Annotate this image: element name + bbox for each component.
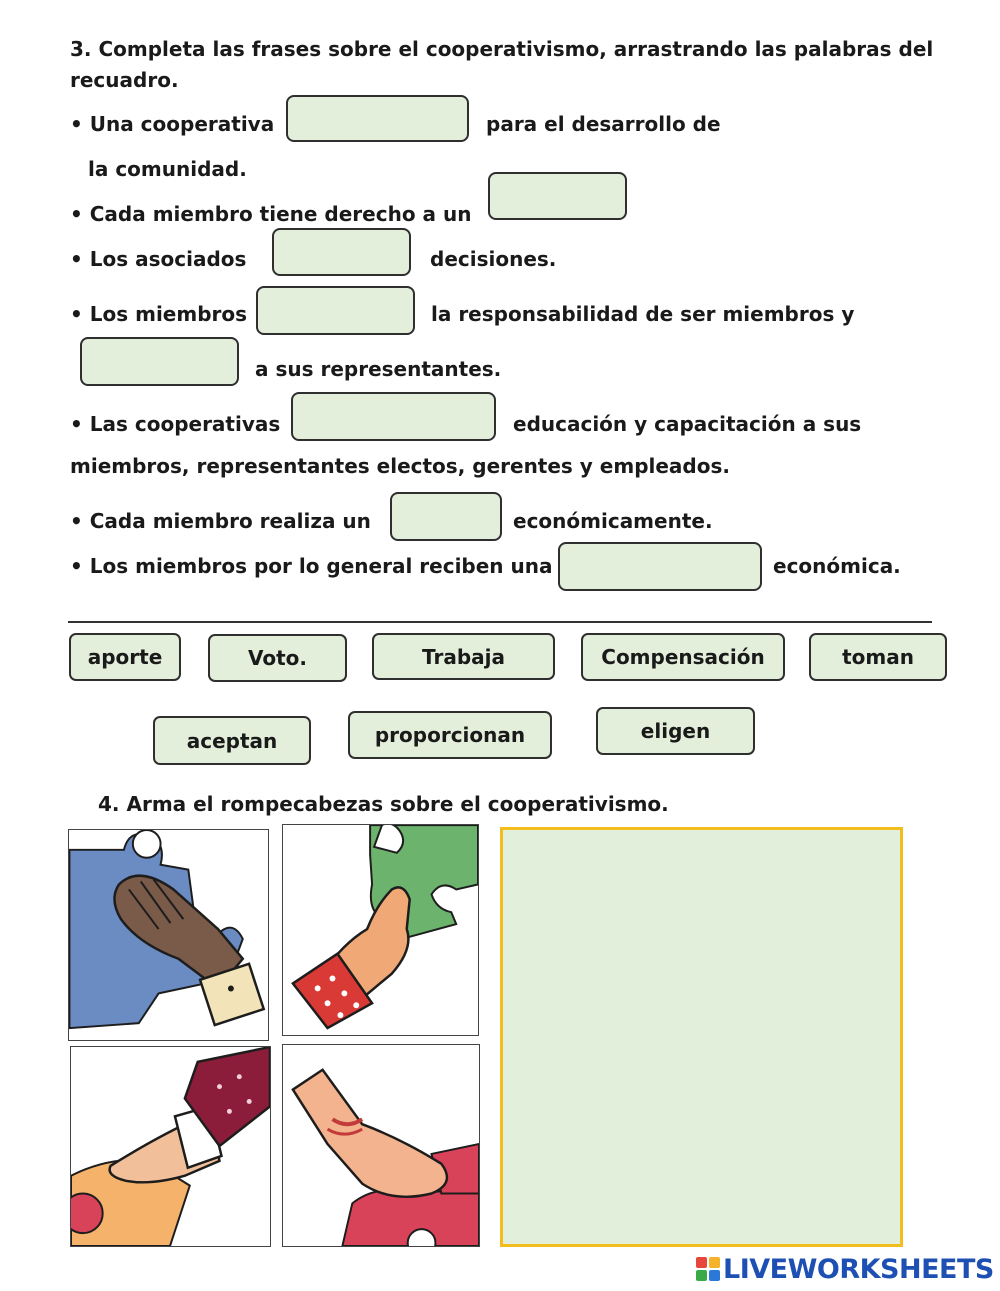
drop-zone-8[interactable] xyxy=(558,542,762,591)
liveworksheets-logo-icon xyxy=(696,1257,720,1281)
hand-on-yellow-piece-illustration xyxy=(71,1047,270,1246)
word-aceptan[interactable]: aceptan xyxy=(153,716,311,765)
exercise-4-title: 4. Arma el rompecabezas sobre el coopera… xyxy=(98,792,669,816)
drop-zone-2[interactable] xyxy=(488,172,627,220)
sentence-3-end: decisiones. xyxy=(430,247,557,271)
sentence-6-start: • Cada miembro realiza un xyxy=(70,509,371,533)
word-eligen[interactable]: eligen xyxy=(596,707,755,755)
word-trabaja[interactable]: Trabaja xyxy=(372,633,555,680)
sentence-7-start: • Los miembros por lo general reciben un… xyxy=(70,554,553,578)
drop-zone-5[interactable] xyxy=(80,337,239,386)
sentence-5-end: educación y capacitación a sus xyxy=(513,412,862,436)
divider-line xyxy=(68,621,932,623)
sentence-4-continuation: a sus representantes. xyxy=(255,357,502,381)
liveworksheets-logo: LIVEWORKSHEETS xyxy=(696,1252,994,1286)
liveworksheets-logo-text: LIVEWORKSHEETS xyxy=(723,1253,994,1285)
sentence-2-start: • Cada miembro tiene derecho a un xyxy=(70,202,472,226)
word-aporte[interactable]: aporte xyxy=(69,633,181,681)
drop-zone-3[interactable] xyxy=(272,228,411,276)
word-compensacion[interactable]: Compensación xyxy=(581,633,785,681)
sentence-4-start: • Los miembros xyxy=(70,302,248,326)
drop-zone-1[interactable] xyxy=(286,95,469,142)
puzzle-piece-brown-hand-blue-piece[interactable] xyxy=(68,829,269,1041)
drop-zone-4[interactable] xyxy=(256,286,415,335)
exercise-3-title-line-1: 3. Completa las frases sobre el cooperat… xyxy=(70,37,934,61)
sentence-1-start: • Una cooperativa xyxy=(70,112,275,136)
drop-zone-6[interactable] xyxy=(291,392,496,441)
sentence-3-start: • Los asociados xyxy=(70,247,247,271)
word-proporcionan[interactable]: proporcionan xyxy=(348,711,552,759)
word-voto[interactable]: Voto. xyxy=(208,634,347,682)
sentence-1-continuation: la comunidad. xyxy=(88,157,247,181)
sentence-1-end: para el desarrollo de xyxy=(486,112,721,136)
puzzle-drop-area[interactable] xyxy=(500,827,903,1247)
puzzle-piece-peach-hand-green-piece[interactable] xyxy=(282,824,479,1036)
sentence-6-end: económicamente. xyxy=(513,509,713,533)
drop-zone-7[interactable] xyxy=(390,492,502,541)
hand-on-blue-piece-illustration xyxy=(69,830,266,1030)
sentence-5-start: • Las cooperativas xyxy=(70,412,281,436)
puzzle-piece-hand-red-piece[interactable] xyxy=(282,1044,480,1247)
hand-on-red-piece-illustration xyxy=(291,1068,479,1246)
sentence-7-end: económica. xyxy=(773,554,901,578)
puzzle-piece-hand-yellow-piece[interactable] xyxy=(70,1046,271,1247)
hand-on-green-piece-illustration xyxy=(291,825,478,1030)
word-toman[interactable]: toman xyxy=(809,633,947,681)
sentence-4-end: la responsabilidad de ser miembros y xyxy=(431,302,855,326)
sentence-5-continuation: miembros, representantes electos, gerent… xyxy=(70,454,730,478)
exercise-3-title-line-2: recuadro. xyxy=(70,68,179,92)
